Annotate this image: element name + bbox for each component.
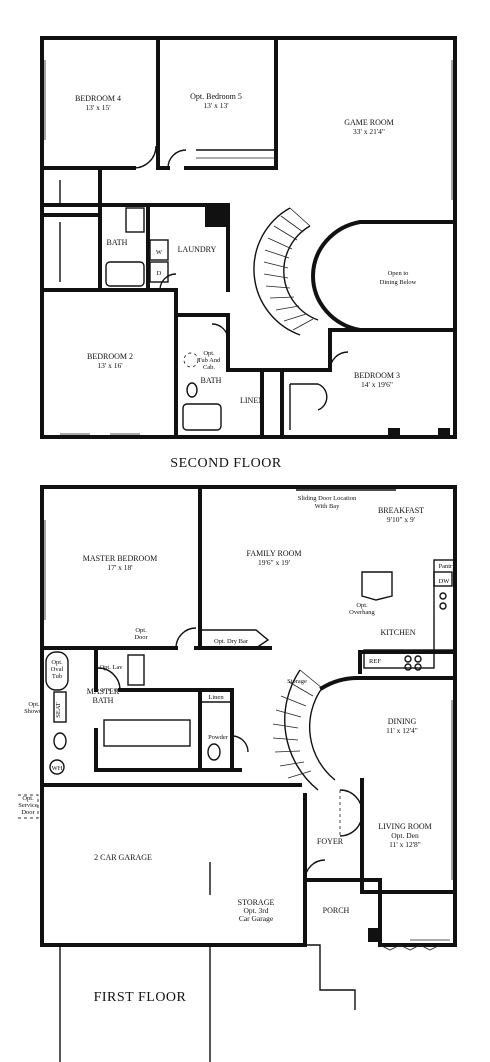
game-room-dim: 33' x 21'4" bbox=[353, 127, 385, 136]
sliding-door-line1: Sliding Door Location bbox=[298, 495, 357, 502]
water-heater bbox=[49, 759, 65, 775]
living-room-dim: 11' x 12'8" bbox=[389, 840, 421, 849]
second-floor-title: SECOND FLOOR bbox=[170, 456, 282, 471]
svg-text:Opt.: Opt. bbox=[28, 701, 40, 708]
chimney-block bbox=[205, 205, 227, 227]
bedroom-3-dim: 14' x 19'6" bbox=[361, 380, 393, 389]
bedroom-5-label: Opt. Bedroom 5 bbox=[190, 92, 242, 101]
svg-text:Cab.: Cab. bbox=[203, 364, 215, 371]
svg-text:Oval: Oval bbox=[51, 666, 64, 673]
bedroom-5-dim: 13' x 13' bbox=[203, 101, 229, 110]
bathtub-2 bbox=[182, 403, 222, 431]
breakfast-label: BREAKFAST bbox=[378, 506, 424, 515]
master-bedroom-label: MASTER BEDROOM bbox=[83, 554, 157, 563]
open-below-line2: Dining Below bbox=[380, 279, 417, 286]
stair-1-inner bbox=[308, 687, 336, 781]
svg-text:Opt.: Opt. bbox=[356, 602, 368, 609]
svg-text:Tub And: Tub And bbox=[198, 357, 221, 364]
washer bbox=[149, 239, 169, 261]
linen-small-label: Linen bbox=[208, 694, 224, 701]
refrigerator-label: REF bbox=[369, 658, 381, 665]
garage-label: 2 CAR GARAGE bbox=[94, 853, 152, 862]
storage-alt-2: Car Garage bbox=[239, 914, 274, 923]
dry-bar-label: Opt. Dry Bar bbox=[214, 638, 249, 645]
powder-label: Powder bbox=[208, 734, 229, 741]
kitchen-counter bbox=[433, 559, 455, 651]
oval-tub bbox=[45, 651, 69, 691]
foyer-label: FOYER bbox=[317, 837, 344, 846]
seat-label: SEAT bbox=[55, 702, 62, 718]
family-room-label: FAMILY ROOM bbox=[247, 549, 302, 558]
bedroom-2-dim: 13' x 16' bbox=[97, 361, 123, 370]
bedroom-4-label: BEDROOM 4 bbox=[75, 94, 121, 103]
bathtub bbox=[105, 261, 145, 287]
svg-text:Opt.: Opt. bbox=[135, 627, 147, 634]
breakfast-dim: 9'10" x 9' bbox=[387, 515, 416, 524]
kitchen-label: KITCHEN bbox=[380, 628, 415, 637]
dry-bar bbox=[199, 629, 270, 649]
first-floor-outer-wall-east bbox=[40, 485, 457, 947]
seat bbox=[53, 691, 67, 723]
stair-treads bbox=[263, 207, 314, 331]
dishwasher-label: DW bbox=[439, 578, 451, 585]
stair-inner bbox=[283, 225, 319, 321]
living-room-label: LIVING ROOM bbox=[378, 822, 432, 831]
walkway bbox=[305, 944, 356, 1010]
bedroom-2-label: BEDROOM 2 bbox=[87, 352, 133, 361]
storage-label: STORAGE bbox=[238, 898, 275, 907]
bedroom-3-label: BEDROOM 3 bbox=[354, 371, 400, 380]
svg-text:Overhang: Overhang bbox=[349, 609, 375, 616]
dining-label: DINING bbox=[388, 717, 417, 726]
svg-text:Opt.: Opt. bbox=[22, 795, 34, 802]
stair-1-treads bbox=[272, 669, 323, 779]
stair-1-outer bbox=[284, 669, 319, 791]
svg-text:Opt.: Opt. bbox=[203, 350, 215, 357]
opt-lav-label: Opt. Lav bbox=[99, 664, 123, 671]
master-bath-label-1: MASTER bbox=[87, 687, 120, 696]
family-room-dim: 19'6" x 19' bbox=[258, 558, 291, 567]
svg-text:Shower: Shower bbox=[24, 708, 45, 715]
svg-text:Door: Door bbox=[134, 634, 148, 641]
washer-label: W bbox=[156, 249, 163, 256]
first-floor-plan: Sliding Door Location With Bay BREAKFAST… bbox=[18, 485, 457, 1062]
sliding-door-line2: With Bay bbox=[315, 503, 341, 510]
storage-small-label: Storage bbox=[287, 678, 307, 685]
svg-text:Tub: Tub bbox=[52, 673, 62, 680]
bedroom-4-dim: 13' x 15' bbox=[85, 103, 111, 112]
second-floor-outer-wall bbox=[40, 36, 457, 439]
master-bath-label-2: BATH bbox=[93, 696, 114, 705]
first-floor-title: FIRST FLOOR bbox=[94, 990, 187, 1005]
svg-text:Service: Service bbox=[18, 802, 38, 809]
svg-text:Door: Door bbox=[21, 809, 35, 816]
living-room-alt: Opt. Den bbox=[391, 831, 419, 840]
stair-outer bbox=[253, 207, 301, 336]
storage-alt-1: Opt. 3rd bbox=[244, 906, 269, 915]
toilet bbox=[186, 382, 198, 398]
dryer bbox=[149, 261, 169, 283]
kitchen-island bbox=[361, 571, 393, 601]
laundry-label: LAUNDRY bbox=[178, 245, 217, 254]
porch-label: PORCH bbox=[323, 906, 350, 915]
master-bedroom-dim: 17' x 18' bbox=[107, 563, 133, 572]
svg-text:Opt.: Opt. bbox=[51, 659, 63, 666]
open-to-below-rail bbox=[311, 220, 457, 332]
water-heater-label: WH bbox=[52, 765, 63, 772]
dining-dim: 11' x 12'4" bbox=[386, 726, 418, 735]
game-room-label: GAME ROOM bbox=[344, 118, 394, 127]
bath-label: BATH bbox=[107, 238, 128, 247]
dryer-label: D bbox=[157, 270, 162, 277]
second-floor-plan: BEDROOM 4 13' x 15' Opt. Bedroom 5 13' x… bbox=[40, 36, 457, 471]
pantry-label: Pantry bbox=[439, 563, 457, 570]
bath-2-label: BATH bbox=[201, 376, 222, 385]
linen-label: LINEN bbox=[240, 396, 264, 405]
open-below-line1: Open to bbox=[388, 270, 409, 277]
